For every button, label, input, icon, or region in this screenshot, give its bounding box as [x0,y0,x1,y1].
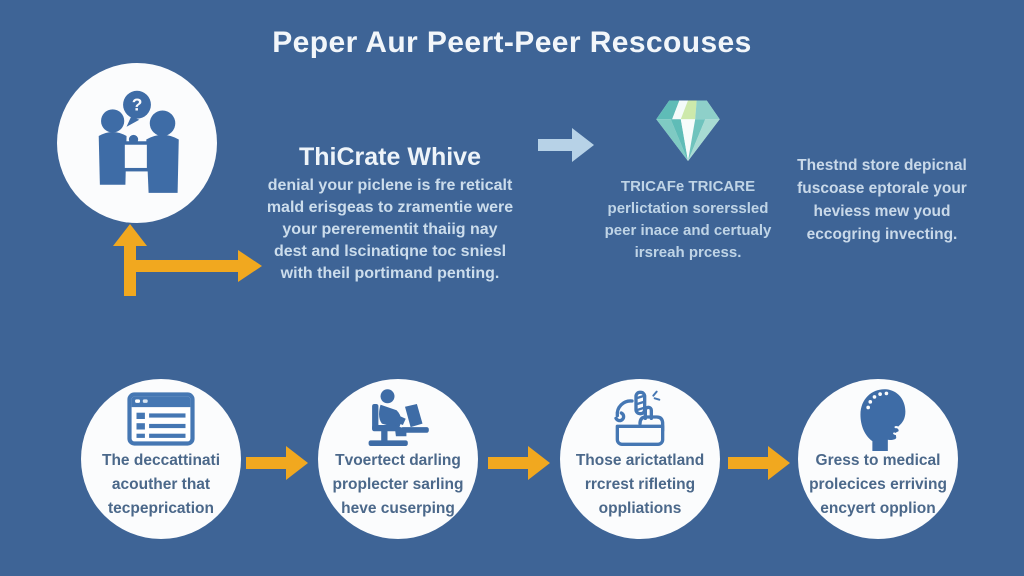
center-line: denial your piclene is fre reticalt [267,177,513,194]
right-text-block: Thestnd store depicnal fuscoase eptorale… [790,154,974,246]
step-line: acouther that [111,476,211,493]
browser-window-icon [127,392,195,446]
step-line: proplecter sarling [332,476,464,493]
page-title: Peper Aur Peert-Peer Rescouses [272,26,752,59]
step-line: The deccattinati [102,452,220,469]
step-line: Tvoertect darling [335,452,461,469]
step-text-2: Tvoertect darling proplecter sarling hev… [313,449,483,521]
right-arrow-icon [488,446,550,480]
step-text-4: Gress to medical prolecices erriving enc… [793,449,963,521]
step-circle-1: The deccattinati acouther that tecpepric… [81,379,241,539]
people-discussion-icon: ? [98,90,179,193]
right-arrow-icon [246,446,308,480]
step-text-3: Those arictatland rrcrest rifleting oppl… [555,449,725,521]
right-line: fuscoase eptorale your [797,180,967,197]
center-heading: ThiCrate Whive [299,143,481,171]
step-line: encyert opplion [820,500,936,517]
step-circle-2: Tvoertect darling proplecter sarling hev… [318,379,478,539]
step-line: tecpeprication [108,500,214,517]
step-line: heve cuserping [341,500,455,517]
center-line: mald erisgeas to zramentie were [266,199,514,216]
diamond-line: TRICAFe TRICARE [620,178,756,195]
step-line: Those arictatland [575,452,705,469]
step-line: prolecices erriving [809,476,947,493]
right-arrow-icon [728,446,790,480]
up-right-elbow-arrow-icon [113,224,262,296]
center-line: with theil portimand penting. [280,265,500,282]
head-profile-icon [860,389,906,451]
hand-phone-icon [614,390,665,446]
step-line: oppliations [598,500,682,517]
step-text-1: The deccattinati acouther that tecpepric… [76,449,246,521]
step-circle-4: Gress to medical prolecices erriving enc… [798,379,958,539]
right-arrow-light-icon [538,128,594,162]
step-line: rrcrest rifleting [584,476,696,493]
center-line: your pererementit thaiig nay [282,221,498,238]
diamond-line: irsreah prcess. [634,244,742,261]
step-circle-3: Those arictatland rrcrest rifleting oppl… [560,379,720,539]
right-line: Thestnd store depicnal [797,157,967,174]
right-line: eccogring invecting. [806,226,958,243]
people-circle: ? [57,63,217,223]
right-line: heviess mew youd [813,203,951,220]
question-mark-glyph: ? [132,95,143,115]
diamond-text-block: TRICAFe TRICARE perlictation sorerssled … [598,176,778,264]
diamond-icon [656,100,720,161]
center-text-block: ThiCrate Whive denial your piclene is fr… [262,143,518,285]
person-laptop-icon [368,389,429,446]
step-line: Gress to medical [815,452,941,469]
center-line: dest and lscinatiqne toc sniesl [273,243,507,260]
diamond-line: perlictation sorerssled [607,200,769,217]
diamond-line: peer inace and certualy [604,222,772,239]
